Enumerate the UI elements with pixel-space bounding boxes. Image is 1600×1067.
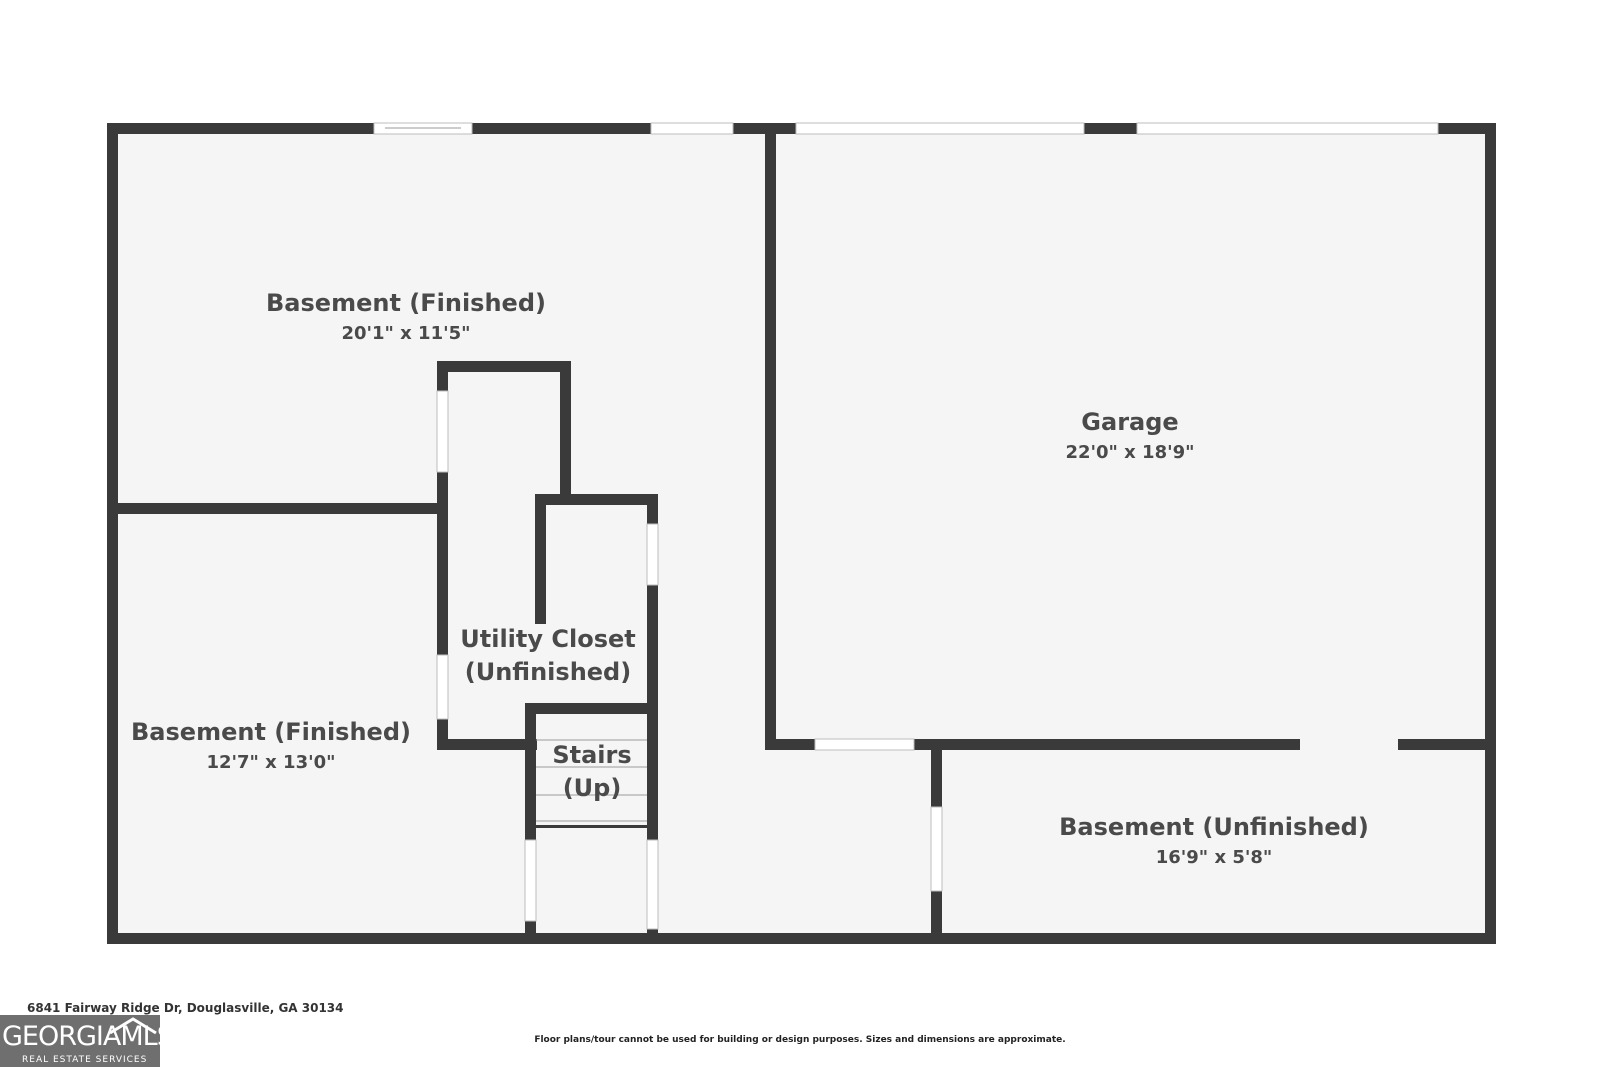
closet-right-wall — [560, 361, 571, 505]
room-dims-basement-finished-2: 12'7" x 13'0" — [206, 752, 335, 773]
room-name-basement-finished-1: Basement (Finished) — [266, 289, 546, 317]
garage-door-opening — [814, 738, 915, 751]
room-name-stairs-line1: Stairs — [552, 741, 631, 769]
garage-west-wall — [765, 123, 776, 750]
basement-divider-wall — [107, 503, 447, 514]
logo-wordmark: GEORGIAMLS — [2, 1021, 174, 1052]
outer-wall-right — [1485, 123, 1496, 944]
room-dims-garage: 22'0" x 18'9" — [1065, 442, 1194, 463]
garage-south-wall-left — [765, 739, 815, 750]
property-address: 6841 Fairway Ridge Dr, Douglasville, GA … — [27, 1001, 344, 1015]
closet-inner-left-wall — [535, 494, 546, 624]
stairs-left-wall — [525, 703, 536, 840]
closet-opening-lower — [436, 654, 449, 720]
roof-icon — [109, 1017, 157, 1035]
closet-left-wall-bottom — [437, 719, 448, 750]
openings — [373, 122, 1439, 930]
closet-inner-right-wall-top — [647, 494, 658, 524]
disclaimer-text: Floor plans/tour cannot be used for buil… — [534, 1035, 1066, 1045]
stair-treads — [536, 739, 647, 822]
logo-tagline: REAL ESTATE SERVICES — [22, 1055, 148, 1065]
closet-opening-upper — [436, 390, 449, 473]
stairs-right-wall-bottom — [647, 929, 658, 944]
room-name-utility-closet-line1: Utility Closet — [460, 625, 635, 653]
stairs-end-line — [536, 825, 647, 828]
door-top-basement — [650, 122, 734, 135]
stairs-top-wall — [525, 703, 658, 714]
room-dims-basement-finished-1: 20'1" x 11'5" — [341, 323, 470, 344]
closet-top-wall — [437, 361, 571, 372]
room-name-stairs-line2: (Up) — [563, 774, 622, 802]
room-name-basement-finished-2: Basement (Finished) — [131, 718, 411, 746]
stairs-opening-right — [646, 839, 659, 930]
closet-right-opening — [646, 523, 659, 586]
room-name-garage: Garage — [1081, 408, 1178, 436]
floor-area — [113, 130, 1490, 938]
closet-inner-top-wall — [535, 494, 658, 505]
closet-left-wall-top — [437, 361, 448, 391]
room-dims-basement-unfinished: 16'9" x 5'8" — [1156, 847, 1273, 868]
room-name-utility-closet-line2: (Unfinished) — [465, 658, 631, 686]
window-garage-1 — [795, 122, 1085, 135]
room-name-basement-unfinished: Basement (Unfinished) — [1059, 813, 1369, 841]
outer-wall-bottom — [107, 933, 1496, 944]
stairs-left-wall-bottom — [525, 921, 536, 944]
unfinished-west-wall-bottom — [931, 891, 942, 944]
garage-south-wall-mid — [914, 739, 1300, 750]
stairs-opening-left — [524, 839, 537, 922]
outer-wall-left — [107, 123, 118, 944]
closet-bottom-wall — [437, 739, 537, 750]
window-garage-2 — [1136, 122, 1439, 135]
georgiamls-logo: GEORGIAMLS REAL ESTATE SERVICES — [0, 1015, 174, 1067]
closet-left-wall-mid — [437, 472, 448, 655]
unfinished-west-wall-top — [931, 739, 942, 807]
garage-south-wall-right — [1398, 739, 1496, 750]
unfinished-door-opening — [930, 806, 943, 892]
